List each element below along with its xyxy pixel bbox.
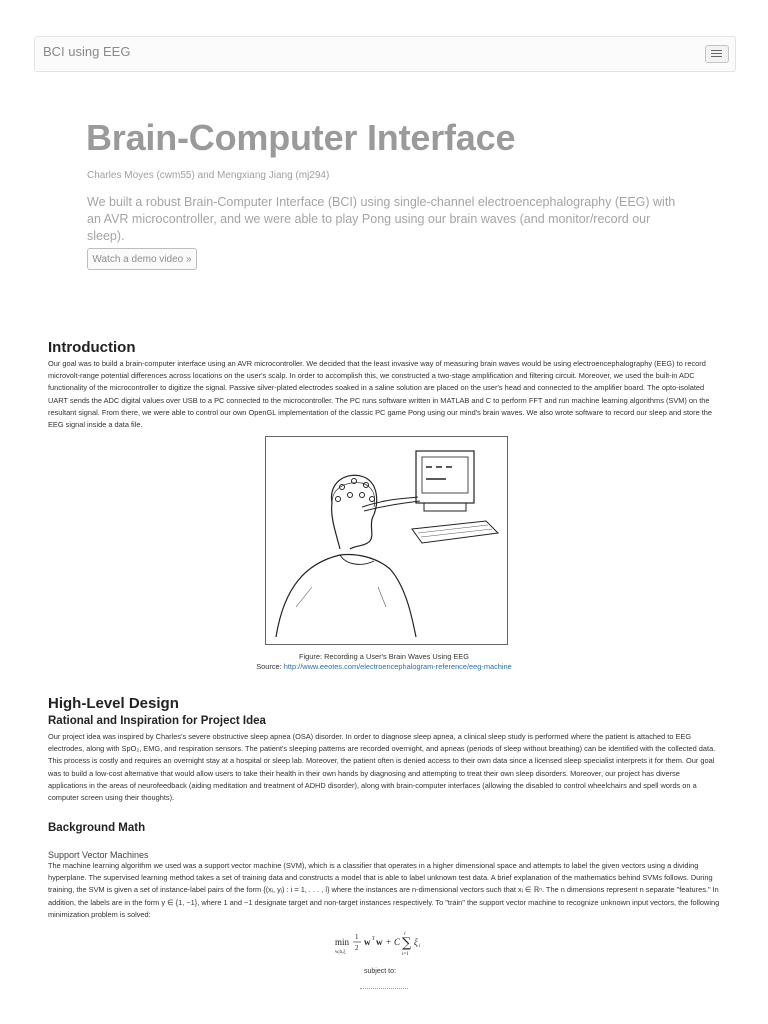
svm-text: The machine learning algorithm we used w… [48, 861, 720, 919]
figure-source: Source: http://www.eeotes.com/electroenc… [0, 662, 768, 671]
svg-text:∑: ∑ [402, 936, 412, 951]
svg-text:i: i [419, 944, 421, 949]
svg-text:ξ: ξ [414, 937, 418, 947]
svg-text:l: l [404, 932, 406, 937]
subject-to-label: subject to: [364, 968, 396, 975]
svg-text:C: C [394, 937, 401, 947]
rational-heading: Rational and Inspiration for Project Ide… [48, 715, 266, 727]
svg-text:T: T [372, 937, 375, 942]
background-math-heading: Background Math [48, 822, 146, 834]
svg-text:w,b,ξ: w,b,ξ [335, 950, 346, 955]
minimization-equation: min w,b,ξ 1 2 w T w + C ∑ l i=1 ξ i [335, 932, 421, 957]
high-level-design-heading: High-Level Design [48, 695, 179, 712]
figure-caption: Figure: Recording a User's Brain Waves U… [299, 652, 469, 661]
svg-text:1: 1 [355, 933, 359, 941]
eeg-recording-figure [265, 436, 508, 645]
truncated-equation [360, 988, 408, 992]
hero-description: We built a robust Brain-Computer Interfa… [87, 195, 676, 243]
introduction-text: Our goal was to build a brain-computer i… [48, 359, 713, 430]
svm-title: Support Vector Machines [48, 850, 149, 860]
navbar: BCI using EEG [34, 36, 736, 72]
introduction-heading: Introduction [48, 339, 136, 356]
svg-text:+: + [386, 937, 391, 947]
svg-text:w: w [376, 937, 383, 947]
svg-text:2: 2 [355, 944, 359, 952]
figure-source-link[interactable]: http://www.eeotes.com/electroencephalogr… [283, 662, 512, 671]
svg-text:i=1: i=1 [402, 952, 409, 957]
demo-video-button[interactable]: Watch a demo video » [87, 248, 197, 270]
svg-text:min: min [335, 937, 350, 947]
authors: Charles Moyes (cwm55) and Mengxiang Jian… [87, 170, 330, 181]
svg-text:w: w [364, 937, 371, 947]
hamburger-menu-icon[interactable] [705, 45, 729, 63]
figure-source-label: Source: [256, 662, 284, 671]
page-title: Brain-Computer Interface [86, 117, 516, 158]
eeg-illustration [275, 450, 500, 638]
navbar-brand[interactable]: BCI using EEG [43, 44, 131, 59]
rational-text: Our project idea was inspired by Charles… [48, 732, 716, 803]
